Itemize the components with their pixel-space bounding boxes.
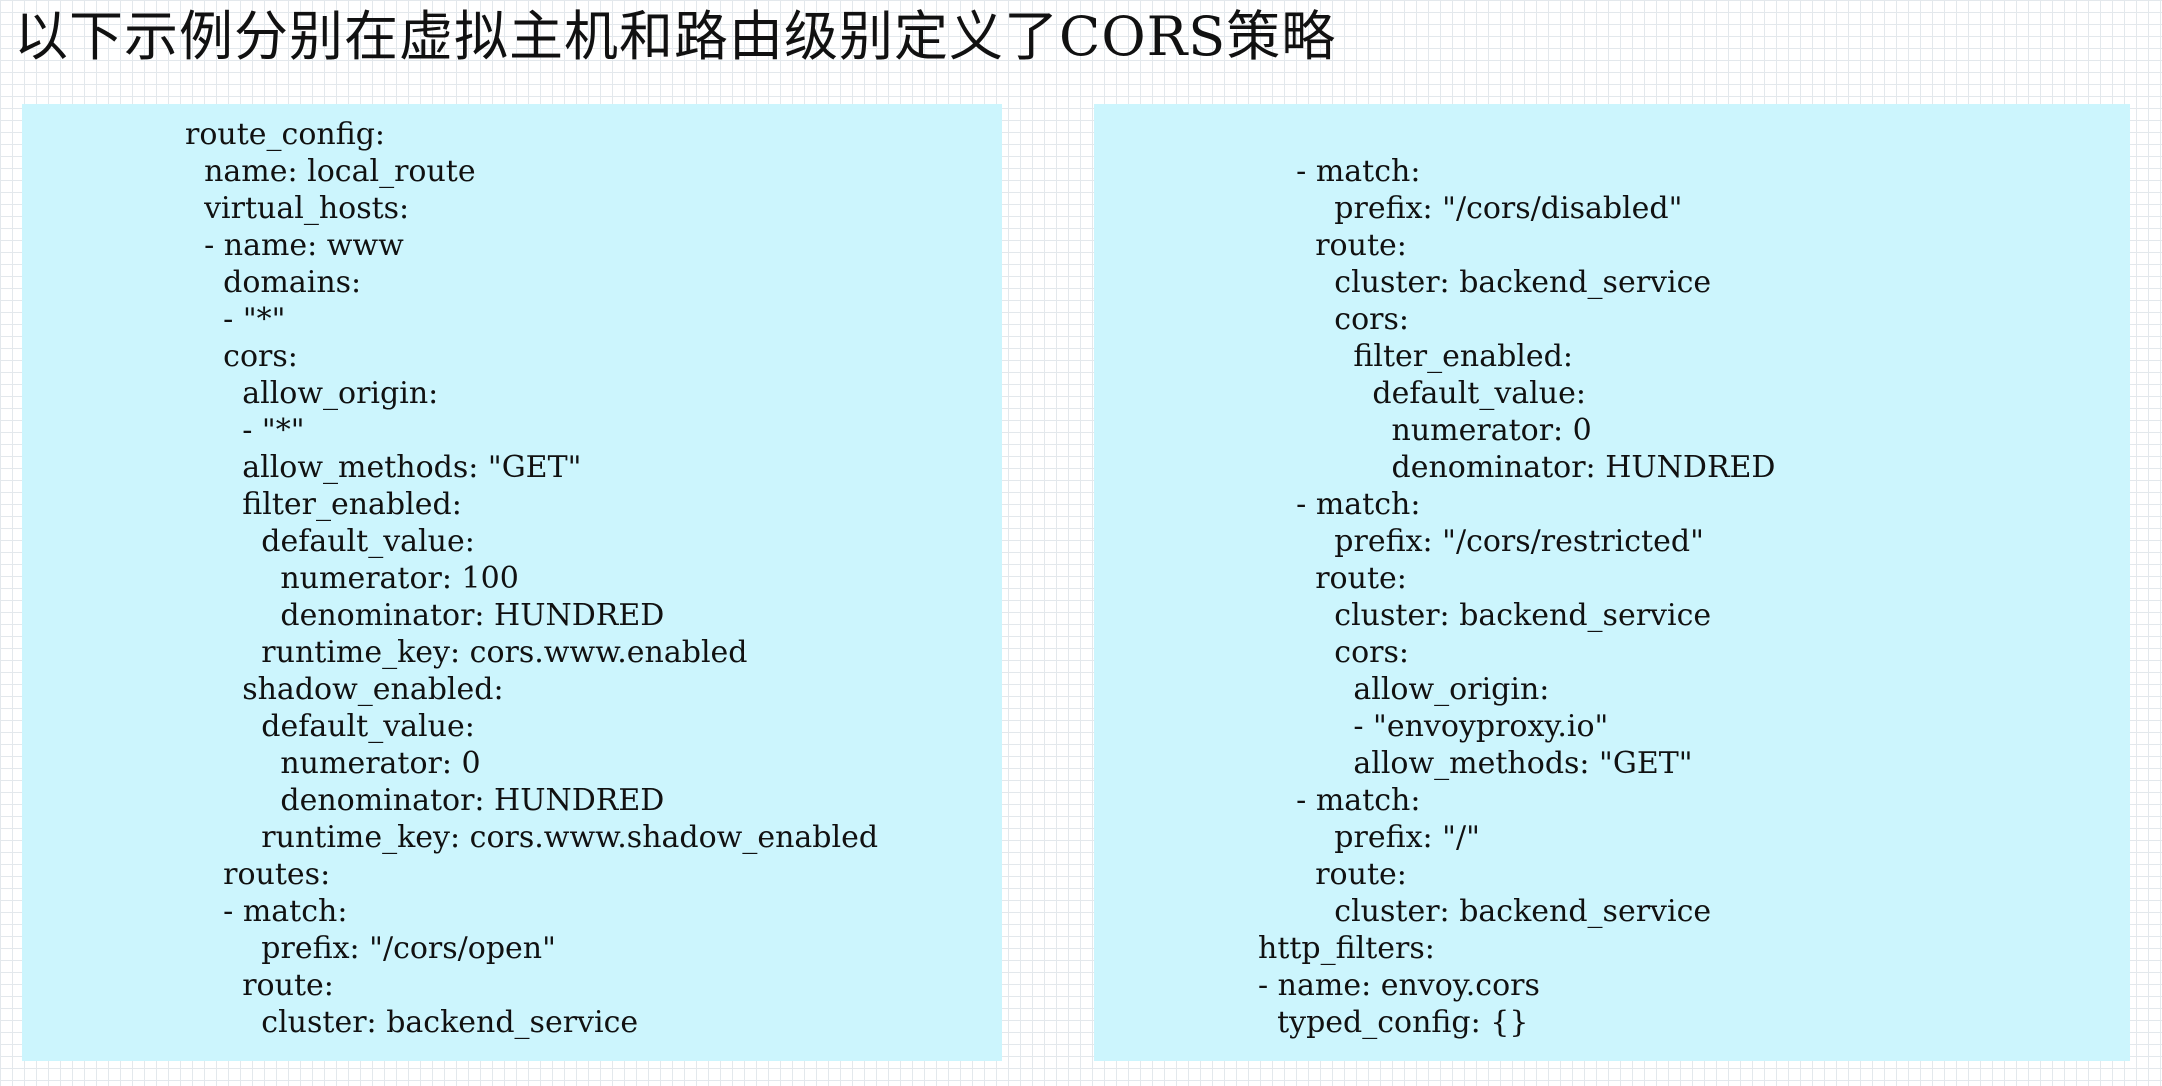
code-block-right: - match: prefix: "/cors/disabled" route:… [1258,153,1776,1041]
code-line: - "envoyproxy.io" [1258,709,1609,744]
code-line: cors: [185,339,298,374]
code-line: cluster: backend_service [1258,598,1712,633]
code-line: shadow_enabled: [185,672,504,707]
code-panel-left: route_config: name: local_route virtual_… [22,104,1002,1061]
code-line: filter_enabled: [185,487,462,522]
code-line: route: [1258,228,1407,263]
code-line: default_value: [185,709,475,744]
code-line: default_value: [1258,376,1586,411]
code-line: cors: [1258,635,1409,670]
code-line: denominator: HUNDRED [185,783,665,818]
code-line: - "*" [185,413,305,448]
code-line: - match: [1258,154,1421,189]
code-line: numerator: 0 [185,746,481,781]
code-line: - match: [1258,783,1421,818]
code-line: - match: [185,894,348,929]
code-line: prefix: "/cors/restricted" [1258,524,1704,559]
code-line: route: [185,968,334,1003]
code-line: - "*" [185,302,286,337]
code-line: prefix: "/cors/disabled" [1258,191,1683,226]
code-line: prefix: "/" [1258,820,1480,855]
code-panel-right: - match: prefix: "/cors/disabled" route:… [1094,104,2130,1061]
code-line: route: [1258,561,1407,596]
code-line: allow_origin: [185,376,439,411]
code-block-left: route_config: name: local_route virtual_… [185,116,878,1041]
code-line: allow_methods: "GET" [185,450,582,485]
code-line: runtime_key: cors.www.shadow_enabled [185,820,879,855]
code-line: default_value: [185,524,475,559]
code-line: filter_enabled: [1258,339,1573,374]
code-line: - name: envoy.cors [1258,968,1540,1003]
code-line: allow_methods: "GET" [1258,746,1693,781]
code-line: allow_origin: [1258,672,1550,707]
code-line: prefix: "/cors/open" [185,931,556,966]
code-line: cluster: backend_service [1258,265,1712,300]
code-line: denominator: HUNDRED [1258,450,1776,485]
code-line: numerator: 0 [1258,413,1592,448]
code-line: typed_config: {} [1258,1005,1529,1040]
code-line: virtual_hosts: [185,191,410,226]
code-line: numerator: 100 [185,561,519,596]
code-line: - name: www [185,228,404,263]
code-line: name: local_route [185,154,476,189]
code-line: cors: [1258,302,1409,337]
code-line: denominator: HUNDRED [185,598,665,633]
code-line: cluster: backend_service [185,1005,639,1040]
code-line: domains: [185,265,362,300]
code-line: runtime_key: cors.www.enabled [185,635,748,670]
code-line: route_config: [185,117,386,152]
code-line: route: [1258,857,1407,892]
slide-title: 以下示例分别在虚拟主机和路由级别定义了CORS策略 [14,5,1337,68]
code-line: routes: [185,857,331,892]
code-line: cluster: backend_service [1258,894,1712,929]
code-line: - match: [1258,487,1421,522]
code-line: http_filters: [1258,931,1435,966]
